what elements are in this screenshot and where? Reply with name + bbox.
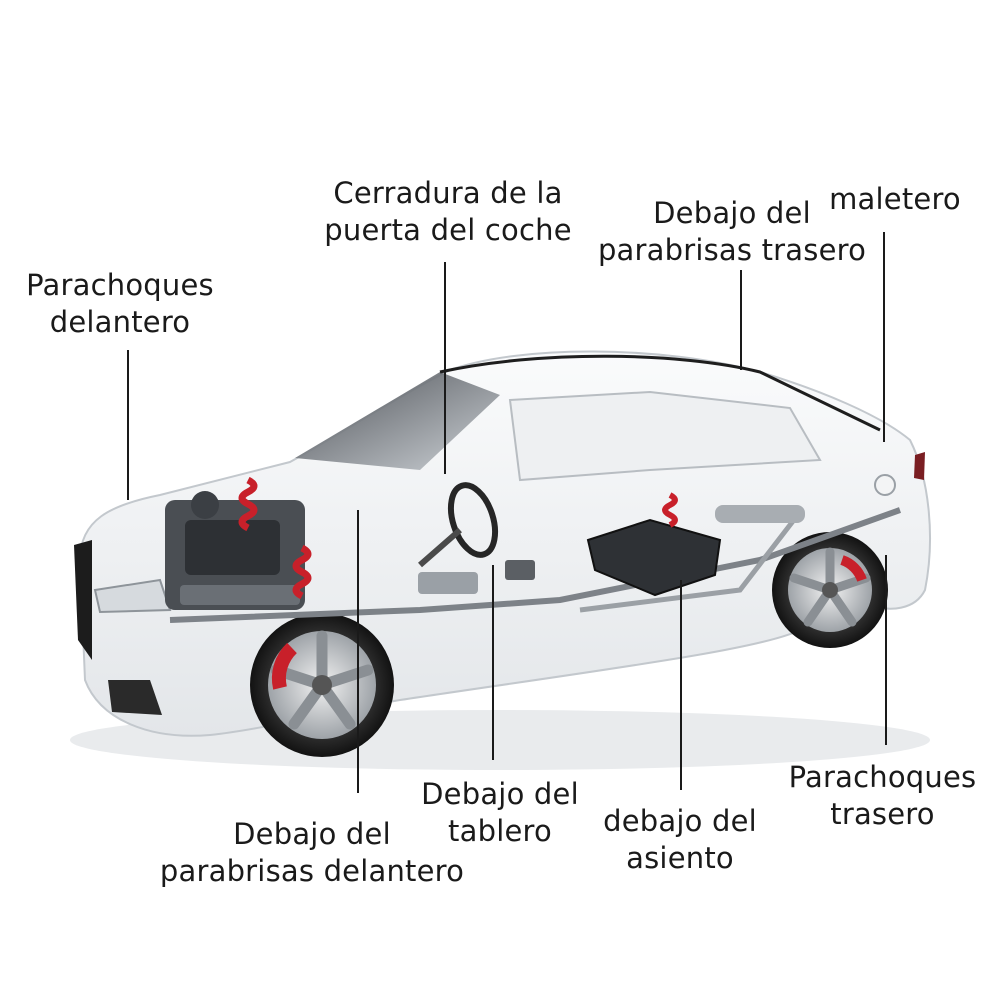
- dashboard-module: [418, 572, 478, 594]
- label-door-lock: Cerradura de la puerta del coche: [324, 176, 572, 247]
- under-seat-module: [586, 518, 722, 597]
- headlight: [93, 578, 172, 614]
- roof-line: [439, 354, 881, 432]
- leader-front-windshield: [357, 510, 359, 793]
- rear-suspension: [662, 492, 805, 528]
- fuel-cap: [874, 474, 896, 496]
- label-rear-bumper: Parachoques trasero: [788, 760, 977, 831]
- label-trunk: maletero: [829, 182, 961, 216]
- label-seat: debajo del asiento: [603, 804, 757, 875]
- leader-front-bumper: [127, 350, 129, 500]
- leader-seat: [680, 580, 682, 790]
- label-dashboard: Debajo del tablero: [421, 777, 579, 848]
- leader-rear-bumper: [885, 555, 887, 745]
- chassis-rail: [169, 507, 902, 623]
- rear-wheel: [772, 532, 888, 648]
- steering-wheel: [418, 482, 499, 568]
- front-grille: [74, 540, 92, 660]
- engine: [165, 491, 305, 610]
- front-wheel: [250, 613, 394, 757]
- leader-door-lock: [444, 262, 446, 474]
- leader-trunk: [883, 232, 885, 442]
- label-rear-windshield: Debajo del parabrisas trasero: [597, 196, 867, 267]
- fog-light: [108, 680, 162, 715]
- front-suspension: [238, 476, 312, 600]
- side-windows: [508, 390, 822, 482]
- tail-light: [914, 452, 925, 480]
- windshield: [295, 372, 500, 470]
- pedal-box: [505, 560, 535, 580]
- leader-dashboard: [492, 565, 494, 760]
- label-front-bumper: Parachoques delantero: [26, 268, 214, 339]
- label-front-windshield: Debajo del parabrisas delantero: [159, 817, 465, 888]
- leader-rear-windshield: [740, 270, 742, 370]
- exhaust-pipe: [579, 510, 802, 613]
